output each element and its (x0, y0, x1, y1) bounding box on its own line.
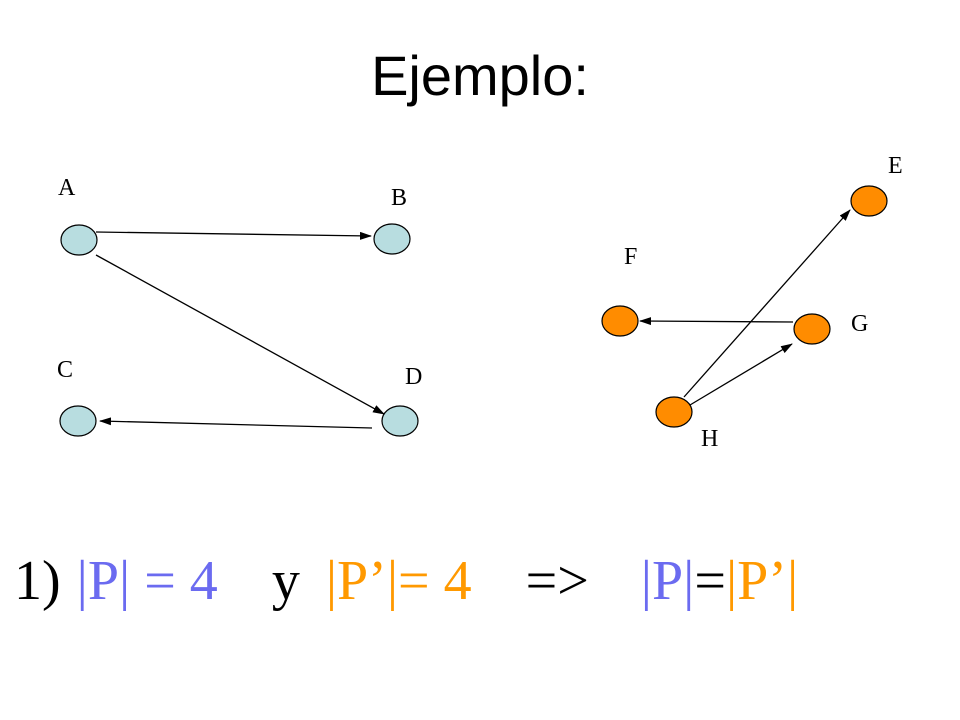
formula-p-cardinality: |P| = 4 (76, 550, 218, 612)
node-label-d: D (405, 364, 422, 390)
formula-p-prime-eq: |P’| (725, 550, 799, 612)
node-label-b: B (391, 185, 407, 211)
node-h (655, 396, 693, 428)
edge-h-e (683, 209, 851, 398)
slide-title: Ejemplo: (371, 44, 589, 107)
node-label-f: F (624, 244, 637, 270)
node-a (60, 224, 98, 256)
node-label-h: H (701, 426, 718, 452)
edge-a-d (95, 254, 385, 415)
edge-a-b (95, 231, 372, 240)
formula-equals: = (694, 550, 726, 612)
node-f (601, 305, 639, 337)
formula-conjunction: y (271, 550, 300, 612)
node-label-g: G (851, 311, 868, 337)
node-b (373, 223, 411, 255)
node-g (793, 313, 831, 345)
node-label-e: E (888, 153, 903, 179)
node-c (59, 405, 97, 437)
node-e (850, 185, 888, 217)
node-d (381, 405, 419, 437)
edge-h-g (689, 343, 793, 406)
formula-p-prime-cardinality: |P’|= 4 (325, 550, 472, 612)
formula-implies: => (525, 550, 589, 612)
formula-p-eq: |P| (640, 550, 695, 612)
formula-number: 1) (14, 550, 61, 612)
cardinality-formula: 1) |P| = 4 y |P’|= 4 => |P|=|P’| (14, 553, 798, 609)
node-label-a: A (58, 175, 76, 201)
edge-g-f (639, 317, 794, 326)
node-label-c: C (57, 357, 73, 383)
edge-d-c (99, 417, 373, 429)
